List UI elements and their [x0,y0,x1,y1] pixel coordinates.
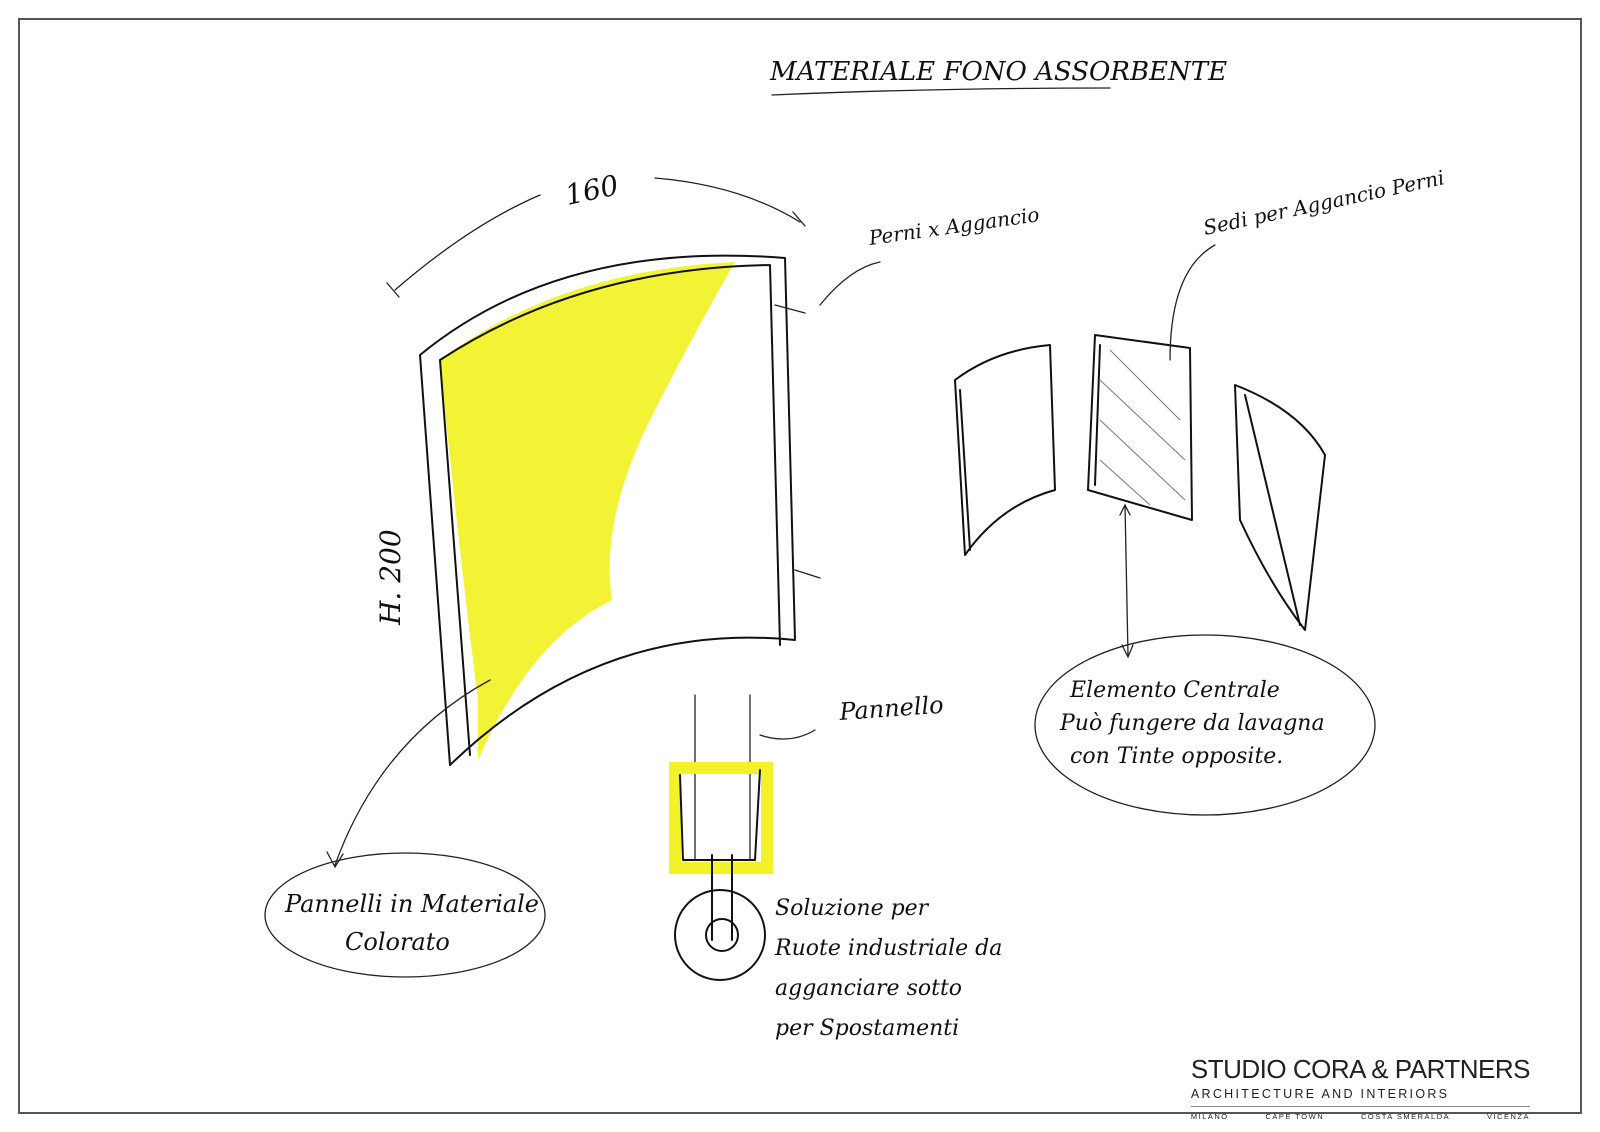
dimension-tick [386,211,806,298]
pins-annotation: Perni x Aggancio [866,202,1040,250]
central-panel-hatch [1099,349,1186,506]
seats-annotation: Sedi per Aggancio Perni [1201,165,1446,240]
central-element-line2: Può fungere da lavagna [1059,711,1325,736]
wheels-line1: Soluzione per [775,896,930,921]
colored-panels-note: Pannelli in Materiale Colorato [284,890,547,956]
width-dimension: 160 [562,168,621,211]
logo-name: STUDIO CORA & PARTNERS [1190,1054,1531,1084]
right-small-panel [1234,384,1326,631]
colored-panels-line1: Pannelli in Materiale [284,890,539,918]
logo-city: COSTA SMERALDA [1360,1112,1451,1121]
seats-leader [1169,244,1216,361]
studio-logo: STUDIO CORA & PARTNERS ARCHITECTURE AND … [1190,1054,1531,1121]
logo-city: MILANO [1190,1112,1229,1121]
central-panel [1087,334,1193,521]
drawing-sheet [18,18,1582,1114]
panel-yellow-fill [440,262,735,760]
panel-section [694,694,751,861]
left-small-panel [954,344,1056,556]
wheel-hub [705,918,739,952]
colored-panels-line2: Colorato [345,928,450,956]
logo-rule [1190,1106,1530,1107]
section-bracket [679,769,761,861]
wheel-axle [711,854,733,941]
central-element-note: Elemento Centrale Può fungere da lavagna… [1059,678,1332,769]
colored-panels-leader [326,679,491,869]
central-element-line3: con Tinte opposite. [1070,744,1283,769]
wheels-line3: agganciare sotto [775,976,962,1001]
logo-subtitle: ARCHITECTURE AND INTERIORS [1190,1087,1450,1101]
panel-label-leader [759,729,816,740]
sketch-title: MATERIALE FONO ASSORBENTE [769,57,1227,87]
pins-leader [819,261,881,306]
logo-city: CAPE TOWN [1265,1112,1325,1121]
wheel [674,889,766,981]
central-element-bubble [1034,634,1376,816]
logo-cities: MILANO CAPE TOWN COSTA SMERALDA VICENZA [1191,1112,1530,1121]
wheels-line2: Ruote industriale da [774,936,1002,961]
section-yellow-bracket [669,762,773,874]
panel-label: Pannello [837,691,944,726]
pin-marks [774,304,821,579]
width-dimension-line [394,177,801,291]
logo-city: VICENZA [1486,1112,1530,1121]
title-underline [771,87,1111,96]
height-dimension: H. 200 [374,529,407,626]
colored-panels-bubble [264,852,546,978]
wheels-note: Soluzione per Ruote industriale da aggan… [774,896,1009,1041]
large-curved-panel [419,254,796,766]
wheels-line4: per Spostamenti [775,1016,959,1041]
central-element-line1: Elemento Centrale [1069,678,1280,703]
central-element-arrow [1119,503,1134,659]
